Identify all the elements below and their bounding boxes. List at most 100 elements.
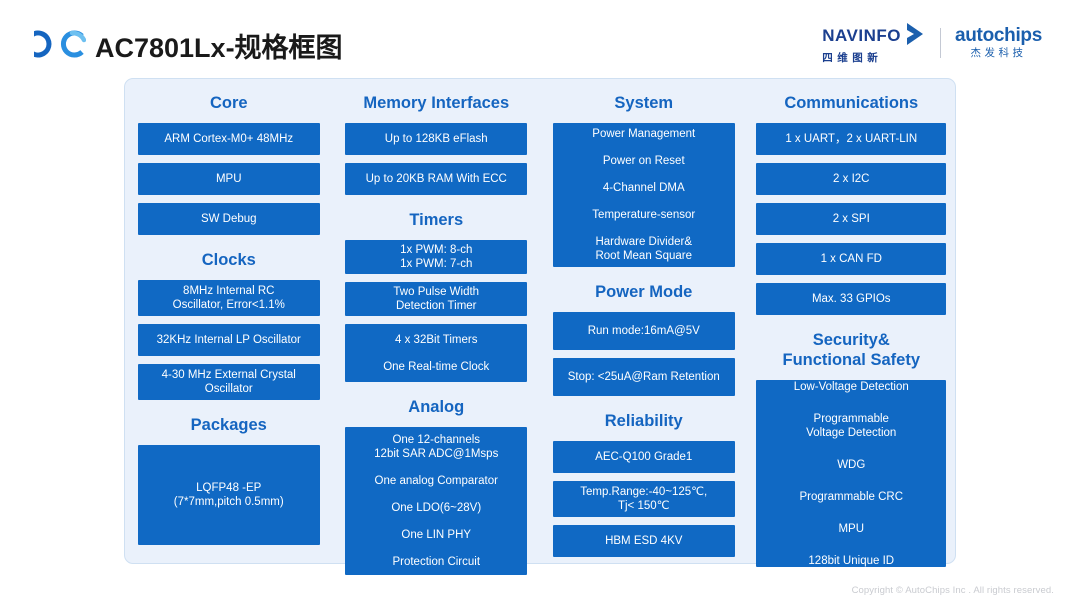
- diagram-column-inner: Memory Interfaces Up to 128KB eFlash Up to…: [345, 93, 528, 583]
- section-title: Reliability: [604, 412, 683, 430]
- feature-line: Low-Voltage Detection: [793, 380, 909, 393]
- feature-line: Run mode:16mA@5V: [587, 325, 700, 337]
- brand-divider: [939, 28, 941, 58]
- feature-line: MPU: [838, 522, 865, 535]
- diagram-column-inner: Communications 1 x UART，2 x UART-LIN 2 x I…: [756, 93, 947, 575]
- autochips-logo-cn: 杰发科技: [970, 47, 1027, 59]
- feature-box: 2 x I2C: [756, 163, 947, 195]
- feature-box: 1x PWM: 8-ch 1x PWM: 7-ch: [345, 240, 528, 274]
- feature-line: LQFP48 -EP: [196, 482, 262, 494]
- feature-box: Run mode:16mA@5V: [552, 312, 735, 350]
- feature-line: 32KHz Internal LP Oscillator: [156, 334, 301, 346]
- feature-box: Up to 128KB eFlash: [345, 123, 528, 155]
- feature-line: Power Management: [592, 128, 696, 140]
- feature-line: 128bit Unique ID: [808, 554, 895, 567]
- navinfo-logo-en: NAVINFO: [822, 26, 901, 45]
- autochips-logo-en: autochips: [954, 25, 1042, 46]
- feature-box: 32KHz Internal LP Oscillator: [137, 324, 320, 356]
- feature-box: 2 x SPI: [756, 203, 947, 235]
- feature-box: LQFP48 -EP (7*7mm,pitch 0.5mm): [137, 445, 320, 545]
- navinfo-logo: NAVINFO 四维图新: [822, 21, 926, 65]
- feature-line: Two Pulse Width: [393, 286, 480, 298]
- feature-line: 1x PWM: 7-ch: [400, 258, 473, 270]
- feature-line: Max. 33 GPIOs: [811, 293, 891, 305]
- feature-line: WDG: [837, 458, 866, 471]
- feature-line: One LIN PHY: [401, 529, 472, 541]
- feature-box: 1 x CAN FD: [756, 243, 947, 275]
- feature-line: (7*7mm,pitch 0.5mm): [173, 496, 284, 508]
- feature-line: AEC-Q100 Grade1: [595, 451, 693, 463]
- navinfo-logo-en-wrap: NAVINFO: [822, 21, 926, 50]
- feature-line: Up to 128KB eFlash: [384, 133, 488, 145]
- feature-line: 8MHz Internal RC: [183, 285, 275, 297]
- feature-line: SW Debug: [200, 213, 257, 225]
- feature-line: Temperature-sensor: [592, 209, 696, 221]
- feature-box: AEC-Q100 Grade1: [552, 441, 735, 473]
- feature-line: 2 x I2C: [833, 173, 870, 185]
- section-title: Analog: [408, 398, 465, 416]
- autochips-logo: autochips 杰发科技: [955, 26, 1042, 60]
- page-title: AC7801Lx-规格框图: [95, 33, 343, 63]
- feature-line: 4 x 32Bit Timers: [395, 333, 478, 346]
- section-title: Clocks: [201, 251, 256, 269]
- oc-logo-icon: [24, 30, 87, 58]
- page-header: AC7801Lx-规格框图 NAVINFO 四维图新 autochips 杰发科…: [0, 0, 1080, 76]
- feature-box: HBM ESD 4KV: [552, 525, 735, 557]
- section-title: Communications: [784, 94, 919, 112]
- feature-line: One analog Comparator: [374, 475, 498, 487]
- brand-logos: NAVINFO 四维图新 autochips 杰发科技: [822, 21, 1042, 65]
- feature-line: Protection Circuit: [392, 556, 481, 568]
- feature-box: SW Debug: [137, 203, 320, 235]
- feature-box: Stop: <25uA@Ram Retention: [552, 358, 735, 396]
- feature-line: Stop: <25uA@Ram Retention: [567, 371, 720, 383]
- feature-box: MPU: [137, 163, 320, 195]
- navinfo-arrow-icon: [904, 21, 926, 50]
- feature-line: Temp.Range:-40~125℃,: [580, 486, 708, 498]
- diagram-column-2: Memory Interfaces Up to 128KB eFlash Up to…: [333, 79, 541, 575]
- feature-line: Programmable CRC: [799, 490, 904, 503]
- feature-line: 4-Channel DMA: [602, 182, 685, 194]
- feature-box: 8MHz Internal RC Oscillator, Error<1.1%: [137, 280, 320, 316]
- feature-line: HBM ESD 4KV: [605, 535, 683, 547]
- feature-line: Tj< 150℃: [617, 500, 670, 512]
- feature-line: Oscillator: [204, 383, 253, 395]
- feature-box: Up to 20KB RAM With ECC: [345, 163, 528, 195]
- section-title: System: [614, 94, 674, 112]
- section-title: Power Mode: [595, 283, 693, 301]
- section-title: Memory Interfaces: [363, 94, 510, 112]
- section-title: Core: [209, 94, 248, 112]
- feature-box: Max. 33 GPIOs: [756, 283, 947, 315]
- copyright-note: Copyright © AutoChips Inc . All rights r…: [851, 585, 1054, 596]
- feature-line: 1 x CAN FD: [820, 253, 882, 265]
- feature-line: Hardware Divider&Root Mean Square: [595, 236, 693, 262]
- feature-line: 1 x UART，2 x UART-LIN: [785, 133, 918, 145]
- section-title: Packages: [190, 416, 267, 434]
- diagram-column-4: Communications 1 x UART，2 x UART-LIN 2 x I…: [748, 79, 956, 567]
- feature-line: Power on Reset: [602, 155, 685, 167]
- section-title: Security&Functional Safety: [782, 331, 921, 369]
- feature-box: Temp.Range:-40~125℃, Tj< 150℃: [552, 481, 735, 517]
- feature-line: Detection Timer: [395, 300, 477, 312]
- feature-box: 1 x UART，2 x UART-LIN: [756, 123, 947, 155]
- feature-line: MPU: [215, 173, 242, 185]
- feature-line: 1x PWM: 8-ch: [400, 244, 473, 256]
- feature-line: One Real-time Clock: [383, 360, 490, 373]
- feature-line: Up to 20KB RAM With ECC: [365, 173, 507, 185]
- feature-line: 2 x SPI: [832, 213, 870, 225]
- feature-line: ARM Cortex-M0+ 48MHz: [164, 133, 294, 145]
- feature-box: ARM Cortex-M0+ 48MHz: [137, 123, 320, 155]
- feature-line: Oscillator, Error<1.1%: [172, 299, 285, 311]
